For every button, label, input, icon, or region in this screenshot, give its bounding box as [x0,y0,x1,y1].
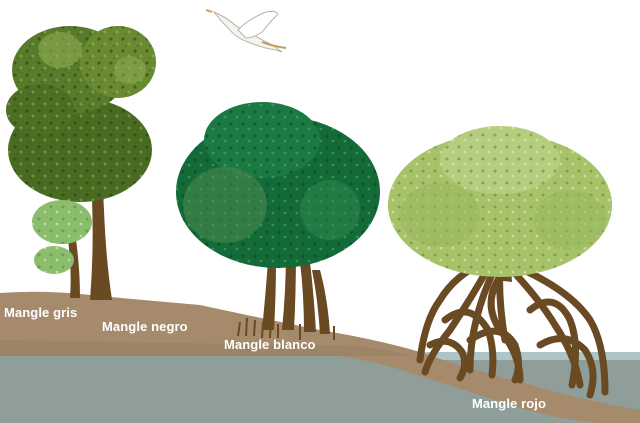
label-mangle-rojo: Mangle rojo [472,396,546,411]
egret-bird-icon [206,10,286,52]
tree-mangle-blanco [176,102,380,340]
label-mangle-negro: Mangle negro [102,319,188,334]
label-mangle-blanco: Mangle blanco [224,337,316,352]
label-mangle-gris: Mangle gris [4,305,77,320]
tree-mangle-gris-small [32,200,92,298]
tree-mangle-gris [6,26,156,300]
